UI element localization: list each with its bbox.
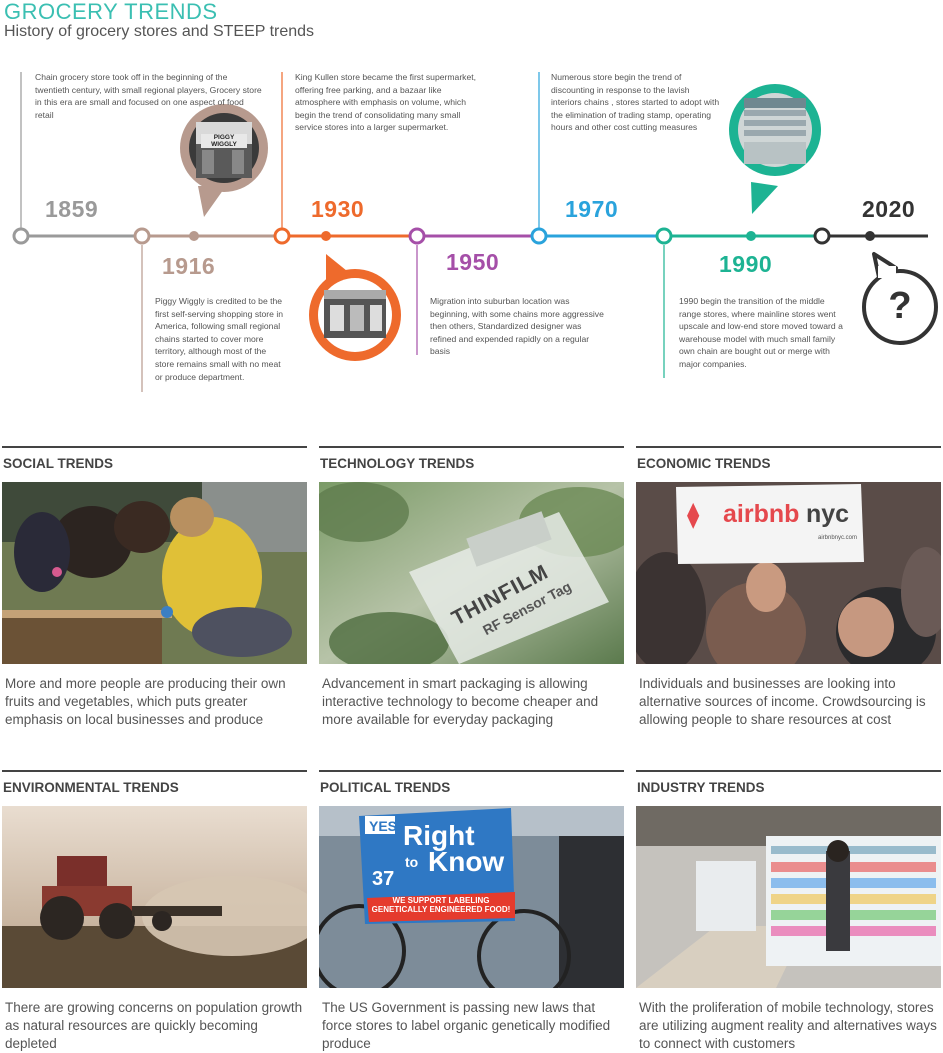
bar-political <box>319 770 624 772</box>
social-photo <box>2 482 307 664</box>
node-1970 <box>530 227 548 245</box>
sign-support-labeling: WE SUPPORT LABELING GENETICALLY ENGINEER… <box>371 896 511 914</box>
year-1859: 1859 <box>45 196 99 222</box>
industry-trends-title: INDUSTRY TRENDS <box>637 780 765 795</box>
bar-technology <box>319 446 624 448</box>
social-trends-title: SOCIAL TRENDS <box>3 456 114 471</box>
text-1950: Migration into suburban location was beg… <box>430 296 604 357</box>
dot-1916 <box>189 231 199 241</box>
year-2020: 2020 <box>862 196 916 222</box>
political-photo <box>319 806 624 988</box>
environmental-trends-desc: There are growing concerns on population… <box>5 1000 303 1051</box>
text-1930: King Kullen store became the first super… <box>295 72 477 133</box>
timeline-graphic <box>12 72 938 392</box>
airbnb-brand: airbnb <box>723 500 800 528</box>
bar-social <box>2 446 307 448</box>
bubble-2020 <box>862 269 938 345</box>
industry-photo <box>636 806 941 988</box>
dot-2020 <box>865 231 875 241</box>
year-1950: 1950 <box>446 249 500 275</box>
sign-know: Know <box>428 846 505 877</box>
bar-environmental <box>2 770 307 772</box>
technology-trends-title: TECHNOLOGY TRENDS <box>320 456 475 471</box>
text-1916: Piggy Wiggly is credited to be the first… <box>155 296 284 382</box>
airbnb-city: nyc <box>806 500 850 528</box>
page-subtitle: History of grocery stores and STEEP tren… <box>4 23 315 40</box>
technology-trends-desc: Advancement in smart packaging is allowi… <box>322 676 599 727</box>
sign-right: Right <box>403 820 475 851</box>
node-1990 <box>655 227 673 245</box>
dot-1990 <box>746 231 756 241</box>
question-mark-icon: ? <box>888 285 912 327</box>
sign-to: to <box>405 854 419 870</box>
year-1970: 1970 <box>565 196 619 222</box>
node-1916 <box>133 227 151 245</box>
social-trends-desc: More and more people are producing their… <box>5 676 286 727</box>
piggy-wiggly-sign: PIGGY WIGGLY <box>201 134 247 148</box>
bar-economic <box>636 446 941 448</box>
node-2020 <box>813 227 831 245</box>
dot-1930 <box>321 231 331 241</box>
environmental-photo <box>2 806 307 988</box>
political-trends-title: POLITICAL TRENDS <box>320 780 451 795</box>
bar-industry <box>636 770 941 772</box>
node-1950 <box>408 227 426 245</box>
political-trends-desc: The US Government is passing new laws th… <box>322 1000 611 1051</box>
text-1970: Numerous store begin the trend of discou… <box>551 72 720 133</box>
technology-photo <box>319 482 624 664</box>
year-1990: 1990 <box>719 251 773 277</box>
node-1859 <box>12 227 30 245</box>
economic-photo <box>636 482 941 664</box>
sign-yes: YES <box>369 818 398 834</box>
environmental-trends-title: ENVIRONMENTAL TRENDS <box>3 780 179 795</box>
airbnb-url: airbnbnyc.com <box>818 535 858 541</box>
year-1930: 1930 <box>311 196 365 222</box>
text-1990: 1990 begin the transition of the middle … <box>679 296 843 369</box>
node-1930 <box>273 227 291 245</box>
text-1859: Chain grocery store took off in the begi… <box>35 72 262 120</box>
economic-trends-title: ECONOMIC TRENDS <box>637 456 771 471</box>
year-1916: 1916 <box>162 253 216 279</box>
airbnb-logo-icon: ⧫ <box>687 501 700 529</box>
sign-37: 37 <box>372 868 395 890</box>
economic-trends-desc: Individuals and businesses are looking i… <box>639 676 926 727</box>
industry-trends-desc: With the proliferation of mobile technol… <box>639 1000 937 1051</box>
page-title: GROCERY TRENDS <box>4 0 218 24</box>
